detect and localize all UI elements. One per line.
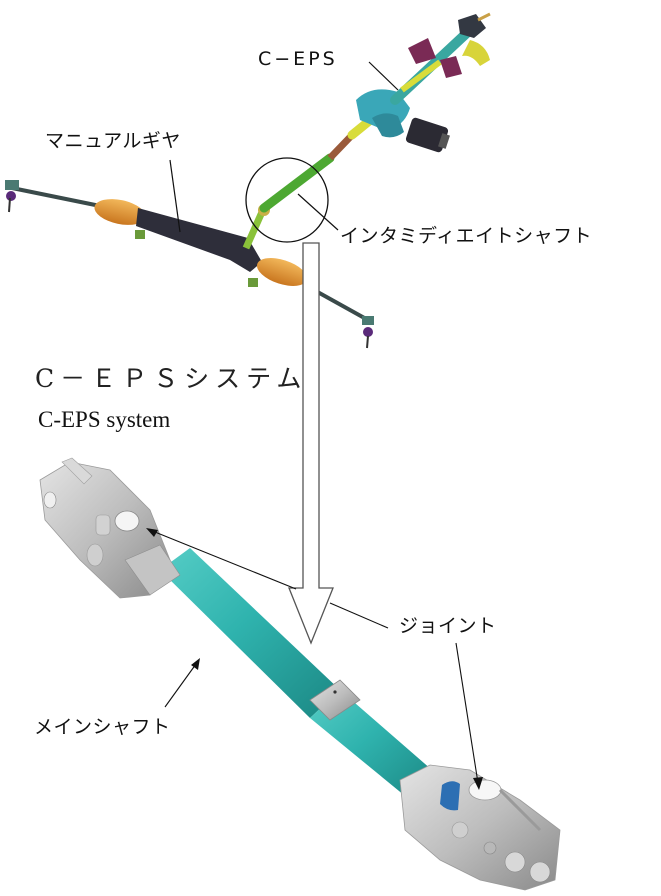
leader-ceps (368, 61, 399, 91)
label-manual-gear: マニュアルギヤ (45, 130, 181, 152)
intermediate-shaft-detail (39, 457, 561, 891)
title-english: C-EPS system (38, 407, 171, 432)
down-arrow-icon (288, 242, 334, 645)
left-tie-rod (5, 180, 111, 213)
intermediate-shaft-small (242, 129, 358, 250)
upper-joint-bearing-cap (114, 510, 140, 532)
main-shaft-leader-line (164, 658, 200, 708)
label-intermediate-shaft: インタミディエイトシャフト (340, 225, 593, 247)
leader-manual-gear (169, 159, 181, 233)
title-japanese: C－ＥＰＳシステム (35, 364, 308, 393)
right-boot (256, 258, 308, 286)
joint-leader-lines (146, 528, 483, 790)
label-main-shaft: メインシャフト (34, 716, 171, 738)
c-eps-column (347, 12, 491, 153)
left-boot (94, 199, 146, 225)
label-joint: ジョイント (399, 615, 497, 637)
lower-joint-yoke (399, 764, 561, 891)
label-c-eps: C−EPS (258, 48, 338, 70)
lower-joint-blue-cap (440, 781, 460, 811)
main-shaft-tube (160, 548, 340, 718)
manual-gear-rack (135, 208, 262, 287)
steering-system-illustration (5, 12, 491, 349)
intermediate-shaft-highlight-circle (245, 157, 329, 243)
shaft-collar (309, 679, 361, 721)
upper-joint-yoke (39, 457, 181, 599)
leader-intermediate-shaft (297, 193, 339, 231)
lower-joint-bearing-cap (468, 779, 502, 801)
